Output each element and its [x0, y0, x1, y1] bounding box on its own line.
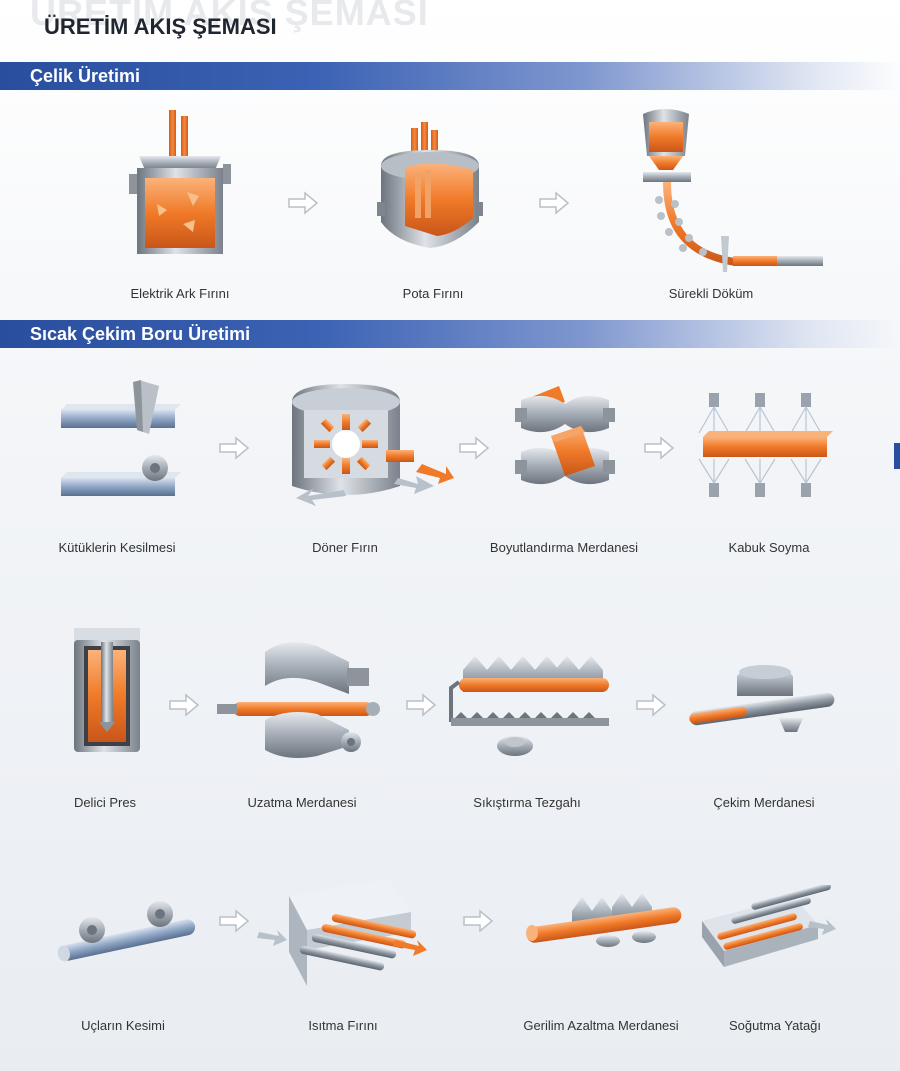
stretch-reducing-mill-icon [522, 885, 687, 960]
step-label: Elektrik Ark Fırını [130, 286, 230, 301]
section-band-hot-drawn-pipe: Sıcak Çekim Boru Üretimi [0, 320, 900, 348]
section-band-steel-production: Çelik Üretimi [0, 62, 900, 90]
billet-cutting-icon [55, 378, 185, 498]
flow-arrow-icon [636, 693, 667, 717]
step-label: Gerilim Azaltma Merdanesi [523, 1018, 679, 1033]
electric-arc-furnace-icon [125, 108, 235, 258]
elongation-roll-icon [217, 632, 387, 762]
continuous-casting-icon [625, 100, 825, 280]
step-label: Kabuk Soyma [728, 540, 810, 555]
flow-arrow-icon [644, 436, 675, 460]
step-label: Pota Fırını [402, 286, 464, 301]
push-bench-icon [445, 652, 615, 762]
reheating-furnace-icon [255, 876, 430, 986]
peeling-icon [697, 393, 837, 498]
step-label: Sürekli Döküm [668, 286, 754, 301]
step-label: Kütüklerin Kesilmesi [58, 540, 176, 555]
step-label: Uçların Kesimi [81, 1018, 165, 1033]
step-label: Çekim Merdanesi [713, 795, 815, 810]
page-title: ÜRETİM AKIŞ ŞEMASI [44, 14, 277, 39]
piercing-press-icon [70, 626, 145, 756]
cooling-bed-icon [690, 885, 840, 970]
section-title: Sıcak Çekim Boru Üretimi [30, 324, 251, 344]
step-label: Isıtma Fırını [308, 1018, 378, 1033]
flow-arrow-icon [169, 693, 200, 717]
flow-arrow-icon [406, 693, 437, 717]
rotary-furnace-icon [286, 380, 461, 510]
ladle-furnace-icon [375, 122, 485, 250]
flow-arrow-icon [539, 191, 570, 215]
side-tab-marker [894, 443, 900, 469]
end-cutting-icon [52, 898, 202, 970]
section-title: Çelik Üretimi [30, 66, 141, 86]
flow-arrow-icon [288, 191, 319, 215]
drawing-roll-icon [685, 662, 840, 737]
step-label: Sıkıştırma Tezgahı [473, 795, 581, 810]
flow-arrow-icon [463, 909, 494, 933]
sizing-roll-icon [515, 380, 615, 500]
step-label: Soğutma Yatağı [728, 1018, 822, 1033]
header-watermark: ÜRETİM AKIŞ ŞEMASI [30, 0, 429, 33]
flow-arrow-icon [459, 436, 490, 460]
step-label: Döner Fırın [312, 540, 378, 555]
step-label: Uzatma Merdanesi [247, 795, 357, 810]
flow-arrow-icon [219, 909, 250, 933]
step-label: Delici Pres [73, 795, 137, 810]
flow-arrow-icon [219, 436, 250, 460]
step-label: Boyutlandırma Merdanesi [489, 540, 639, 555]
